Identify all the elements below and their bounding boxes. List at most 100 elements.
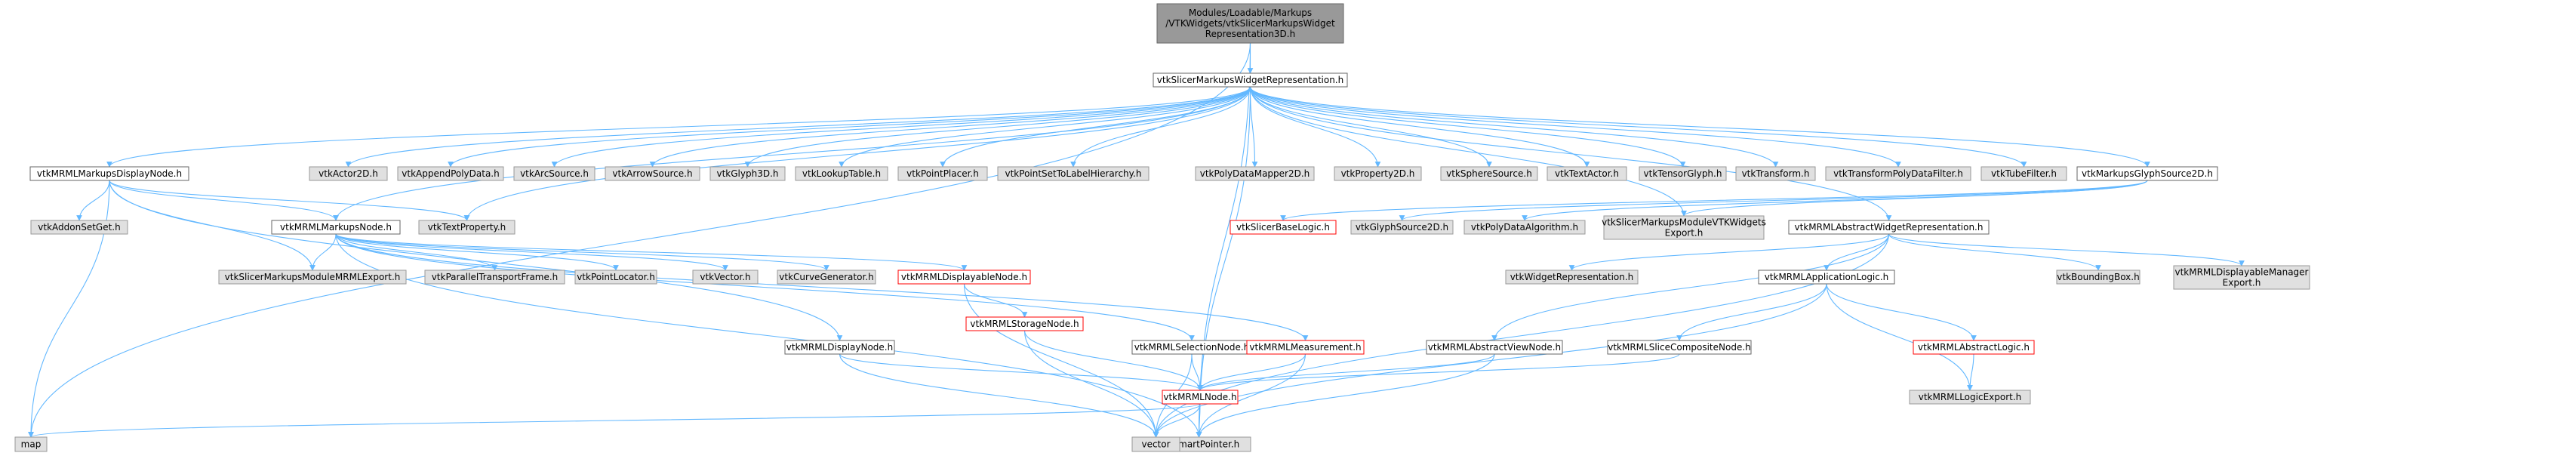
node-label: vtkGlyphSource2D.h — [1356, 222, 1448, 233]
node-label: vtkBoundingBox.h — [2057, 272, 2139, 282]
node-label: vtkMRMLDisplayableManager — [2174, 267, 2308, 278]
node-dn[interactable]: vtkMRMLDisplayNode.h — [784, 340, 895, 355]
edge-wr-to-mgs — [1249, 86, 2150, 168]
node-label: vtkVector.h — [700, 272, 750, 282]
edge-dn-to-node — [839, 353, 1203, 391]
node-lut[interactable]: vtkLookupTable.h — [795, 166, 888, 181]
node-label: vtkLookupTable.h — [802, 168, 881, 179]
node-mdn[interactable]: vtkMRMLMarkupsDisplayNode.h — [29, 166, 189, 181]
node-mrmlexp[interactable]: vtkSlicerMarkupsModuleMRMLExport.h — [218, 270, 407, 285]
node-arc[interactable]: vtkArcSource.h — [513, 166, 596, 181]
node-pda[interactable]: vtkPolyDataAlgorithm.h — [1463, 220, 1586, 235]
edge-sn-to-vector — [1023, 330, 1159, 438]
node-psl[interactable]: vtkPointSetToLabelHierarchy.h — [997, 166, 1150, 181]
node-seln[interactable]: vtkMRMLSelectionNode.h — [1131, 340, 1252, 355]
node-tr[interactable]: vtkTransform.h — [1735, 166, 1816, 181]
node-box — [709, 166, 786, 181]
edge-root-to-sp — [1196, 42, 1251, 438]
node-pl[interactable]: vtkPointLocator.h — [574, 270, 657, 285]
edge-wr-to-vtkexp — [1249, 86, 1687, 217]
node-p2d[interactable]: vtkProperty2D.h — [1334, 166, 1422, 181]
node-apd[interactable]: vtkAppendPolyData.h — [397, 166, 504, 181]
node-awr[interactable]: vtkMRMLAbstractWidgetRepresentation.h — [1788, 220, 1990, 235]
node-box — [513, 166, 596, 181]
node-label: Modules/Loadable/Markups — [1189, 8, 1312, 18]
edge-wr-to-g3d — [744, 86, 1251, 168]
node-meas[interactable]: vtkMRMLMeasurement.h — [1246, 340, 1365, 355]
node-sn[interactable]: vtkMRMLStorageNode.h — [965, 316, 1084, 331]
edge-mgs-to-sbl — [1280, 180, 2148, 221]
node-actor2d[interactable]: vtkActor2D.h — [309, 166, 388, 181]
node-label: vtkMRMLMeasurement.h — [1249, 342, 1361, 353]
node-wr[interactable]: vtkSlicerMarkupsWidgetRepresentation.h — [1153, 72, 1348, 88]
node-tp[interactable]: vtkTextProperty.h — [418, 220, 516, 235]
node-box — [965, 316, 1084, 331]
node-sph[interactable]: vtkSphereSource.h — [1440, 166, 1538, 181]
node-pdm[interactable]: vtkPolyDataMapper2D.h — [1195, 166, 1315, 181]
edge-alog-to-lexp — [1967, 353, 1974, 391]
node-wrep[interactable]: vtkWidgetRepresentation.h — [1505, 270, 1639, 285]
node-label: vtkSlicerMarkupsModuleVTKWidgets — [1602, 217, 1766, 228]
node-arrow[interactable]: vtkArrowSource.h — [605, 166, 700, 181]
node-map[interactable]: map — [14, 436, 48, 452]
node-tg[interactable]: vtkTensorGlyph.h — [1639, 166, 1727, 181]
edge-al-to-vector — [1153, 283, 1827, 438]
edge-meas-to-sp — [1196, 353, 1306, 438]
node-tf[interactable]: vtkTubeFilter.h — [1980, 166, 2067, 181]
node-label: vtkMRMLNode.h — [1163, 392, 1236, 402]
node-vec[interactable]: vtkVector.h — [692, 270, 759, 285]
edge-mn-to-seln — [335, 233, 1195, 341]
edge-avn-to-node — [1197, 353, 1495, 391]
node-mn[interactable]: vtkMRMLMarkupsNode.h — [271, 220, 401, 235]
node-box — [1505, 270, 1639, 285]
node-label: vtkArcSource.h — [520, 168, 589, 179]
edge-mdn-to-addon — [76, 180, 110, 221]
edge-awr-to-vector — [1153, 233, 1890, 438]
node-label: vtkParallelTransportFrame.h — [432, 272, 559, 282]
node-label: vtkPointPlacer.h — [906, 168, 979, 179]
node-gs2d[interactable]: vtkGlyphSource2D.h — [1350, 220, 1454, 235]
node-sbl[interactable]: vtkSlicerBaseLogic.h — [1230, 220, 1337, 235]
node-ptf[interactable]: vtkParallelTransportFrame.h — [424, 270, 565, 285]
node-box — [1463, 220, 1586, 235]
node-avn[interactable]: vtkMRMLAbstractViewNode.h — [1426, 340, 1563, 355]
edge-wr-to-tg — [1249, 86, 1686, 168]
node-box — [218, 270, 407, 285]
node-vector[interactable]: vector — [1131, 436, 1180, 452]
node-box — [1547, 166, 1627, 181]
node-al[interactable]: vtkMRMLApplicationLogic.h — [1758, 270, 1895, 285]
node-label: Export.h — [2223, 278, 2261, 288]
edge-awr-to-al — [1824, 233, 1890, 271]
node-tpdf[interactable]: vtkTransformPolyDataFilter.h — [1825, 166, 1971, 181]
node-scn[interactable]: vtkMRMLSliceCompositeNode.h — [1607, 340, 1752, 355]
node-root[interactable]: Modules/Loadable/Markups/VTKWidgets/vtkS… — [1156, 3, 1344, 44]
node-lexp[interactable]: vtkMRMLLogicExport.h — [1909, 390, 2031, 405]
node-g3d[interactable]: vtkGlyph3D.h — [709, 166, 786, 181]
edge-mn-to-cg — [335, 233, 829, 271]
node-addon[interactable]: vtkAddonSetGet.h — [30, 220, 128, 235]
edge-wr-to-tf — [1249, 86, 2027, 168]
node-mgs[interactable]: vtkMarkupsGlyphSource2D.h — [2076, 166, 2218, 181]
node-box — [1758, 270, 1895, 285]
edge-wr-to-tp — [463, 86, 1251, 221]
node-box — [605, 166, 700, 181]
node-label: vtkCurveGenerator.h — [779, 272, 873, 282]
node-label: vtkAppendPolyData.h — [402, 168, 499, 179]
node-alog[interactable]: vtkMRMLAbstractLogic.h — [1913, 340, 2035, 355]
edge-wr-to-p2d — [1249, 86, 1381, 168]
node-label: vtkAddonSetGet.h — [38, 222, 120, 233]
node-ta[interactable]: vtkTextActor.h — [1547, 166, 1627, 181]
node-label: vtkPointLocator.h — [577, 272, 655, 282]
node-bb[interactable]: vtkBoundingBox.h — [2056, 270, 2141, 285]
node-label: vtkWidgetRepresentation.h — [1510, 272, 1634, 282]
node-dpn[interactable]: vtkMRMLDisplayableNode.h — [897, 270, 1031, 285]
node-pp[interactable]: vtkPointPlacer.h — [897, 166, 988, 181]
node-cg[interactable]: vtkCurveGenerator.h — [777, 270, 876, 285]
edge-mgs-to-gs2d — [1399, 180, 2148, 221]
dependency-edges — [28, 42, 2245, 438]
node-node[interactable]: vtkMRMLNode.h — [1162, 390, 1239, 405]
node-label: vtkGlyph3D.h — [716, 168, 778, 179]
